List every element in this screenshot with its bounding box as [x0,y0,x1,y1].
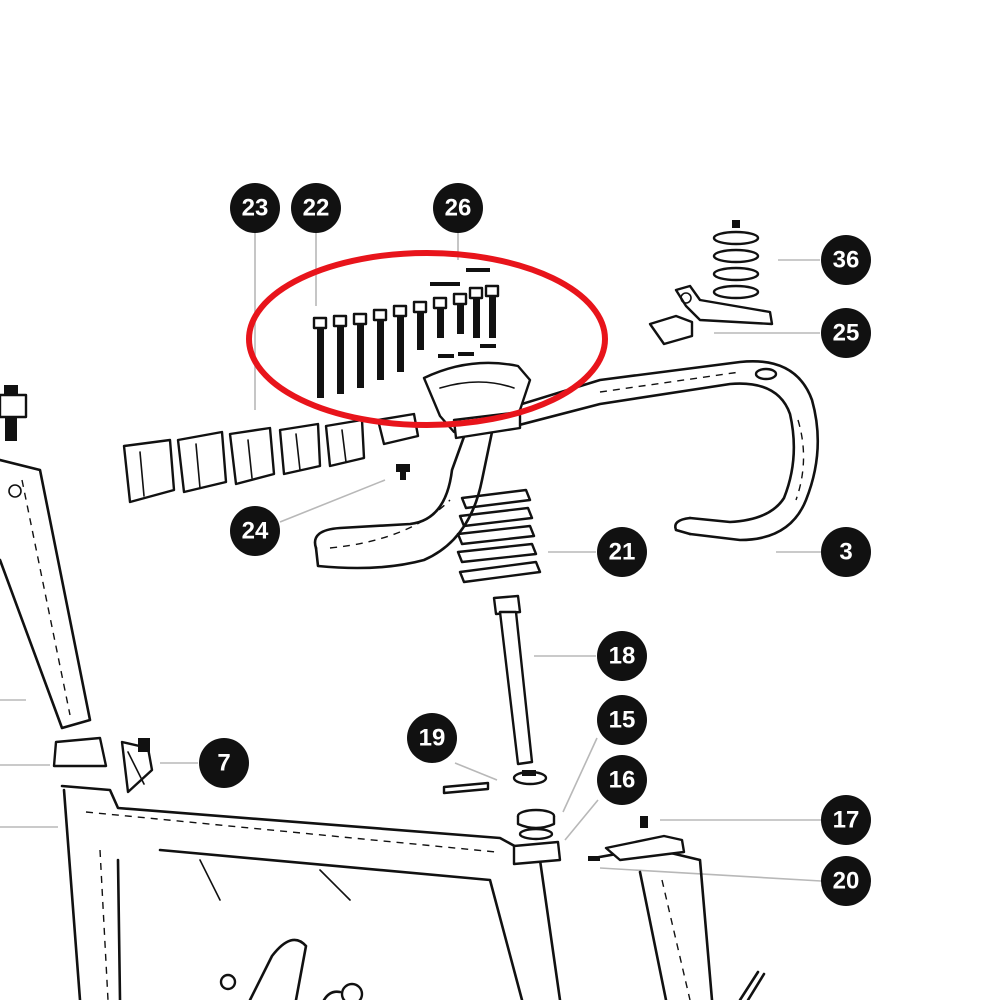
callout-17-label: 17 [833,807,860,834]
part-7-drawing [120,738,154,794]
part-23-covers-drawing [122,412,420,504]
part-21-spacers-drawing [456,488,542,584]
callout-21-label: 21 [609,539,636,566]
callout-22: 22 [291,183,341,233]
part-17-20-drawing [588,816,686,862]
part-3-handlebar-drawing [313,360,820,570]
callout-23-label: 23 [242,195,269,222]
part-24-bolt-drawing [396,464,410,480]
callout-7-label: 7 [217,750,230,777]
callout-18-label: 18 [609,643,636,670]
callout-19: 19 [407,713,457,763]
callout-15-label: 15 [609,707,636,734]
highlight-ellipse [246,250,608,428]
callout-36-label: 36 [833,247,860,274]
leader-lines [0,232,822,882]
callout-24-label: 24 [242,518,269,545]
callout-36: 36 [821,235,871,285]
callout-24: 24 [230,506,280,556]
callout-17: 17 [821,795,871,845]
callout-20: 20 [821,856,871,906]
headset-bearings-drawing [512,808,562,866]
callout-19-label: 19 [419,725,446,752]
part-25-mount-drawing [648,284,774,346]
callout-23: 23 [230,183,280,233]
callout-26-label: 26 [445,195,472,222]
callout-26: 26 [433,183,483,233]
callout-21: 21 [597,527,647,577]
callouts: 23 22 26 36 25 24 21 3 [199,183,871,906]
callout-25-label: 25 [833,320,860,347]
part-19-drawing [442,781,490,795]
callout-25: 25 [821,308,871,358]
callout-20-label: 20 [833,868,860,895]
part-36-spacers-drawing [712,220,760,300]
part-26-washers-drawing [430,268,496,358]
callout-16-label: 16 [609,767,636,794]
part-18-steerer-drawing [492,594,548,786]
callout-3: 3 [821,527,871,577]
seatpost-drawing [0,385,108,768]
callout-18: 18 [597,631,647,681]
callout-3-label: 3 [839,539,852,566]
callout-7: 7 [199,738,249,788]
part-22-bolts-drawing [312,284,500,398]
callout-22-label: 22 [303,195,330,222]
callout-15: 15 [597,695,647,745]
frame-drawing [60,784,766,1000]
callout-16: 16 [597,755,647,805]
